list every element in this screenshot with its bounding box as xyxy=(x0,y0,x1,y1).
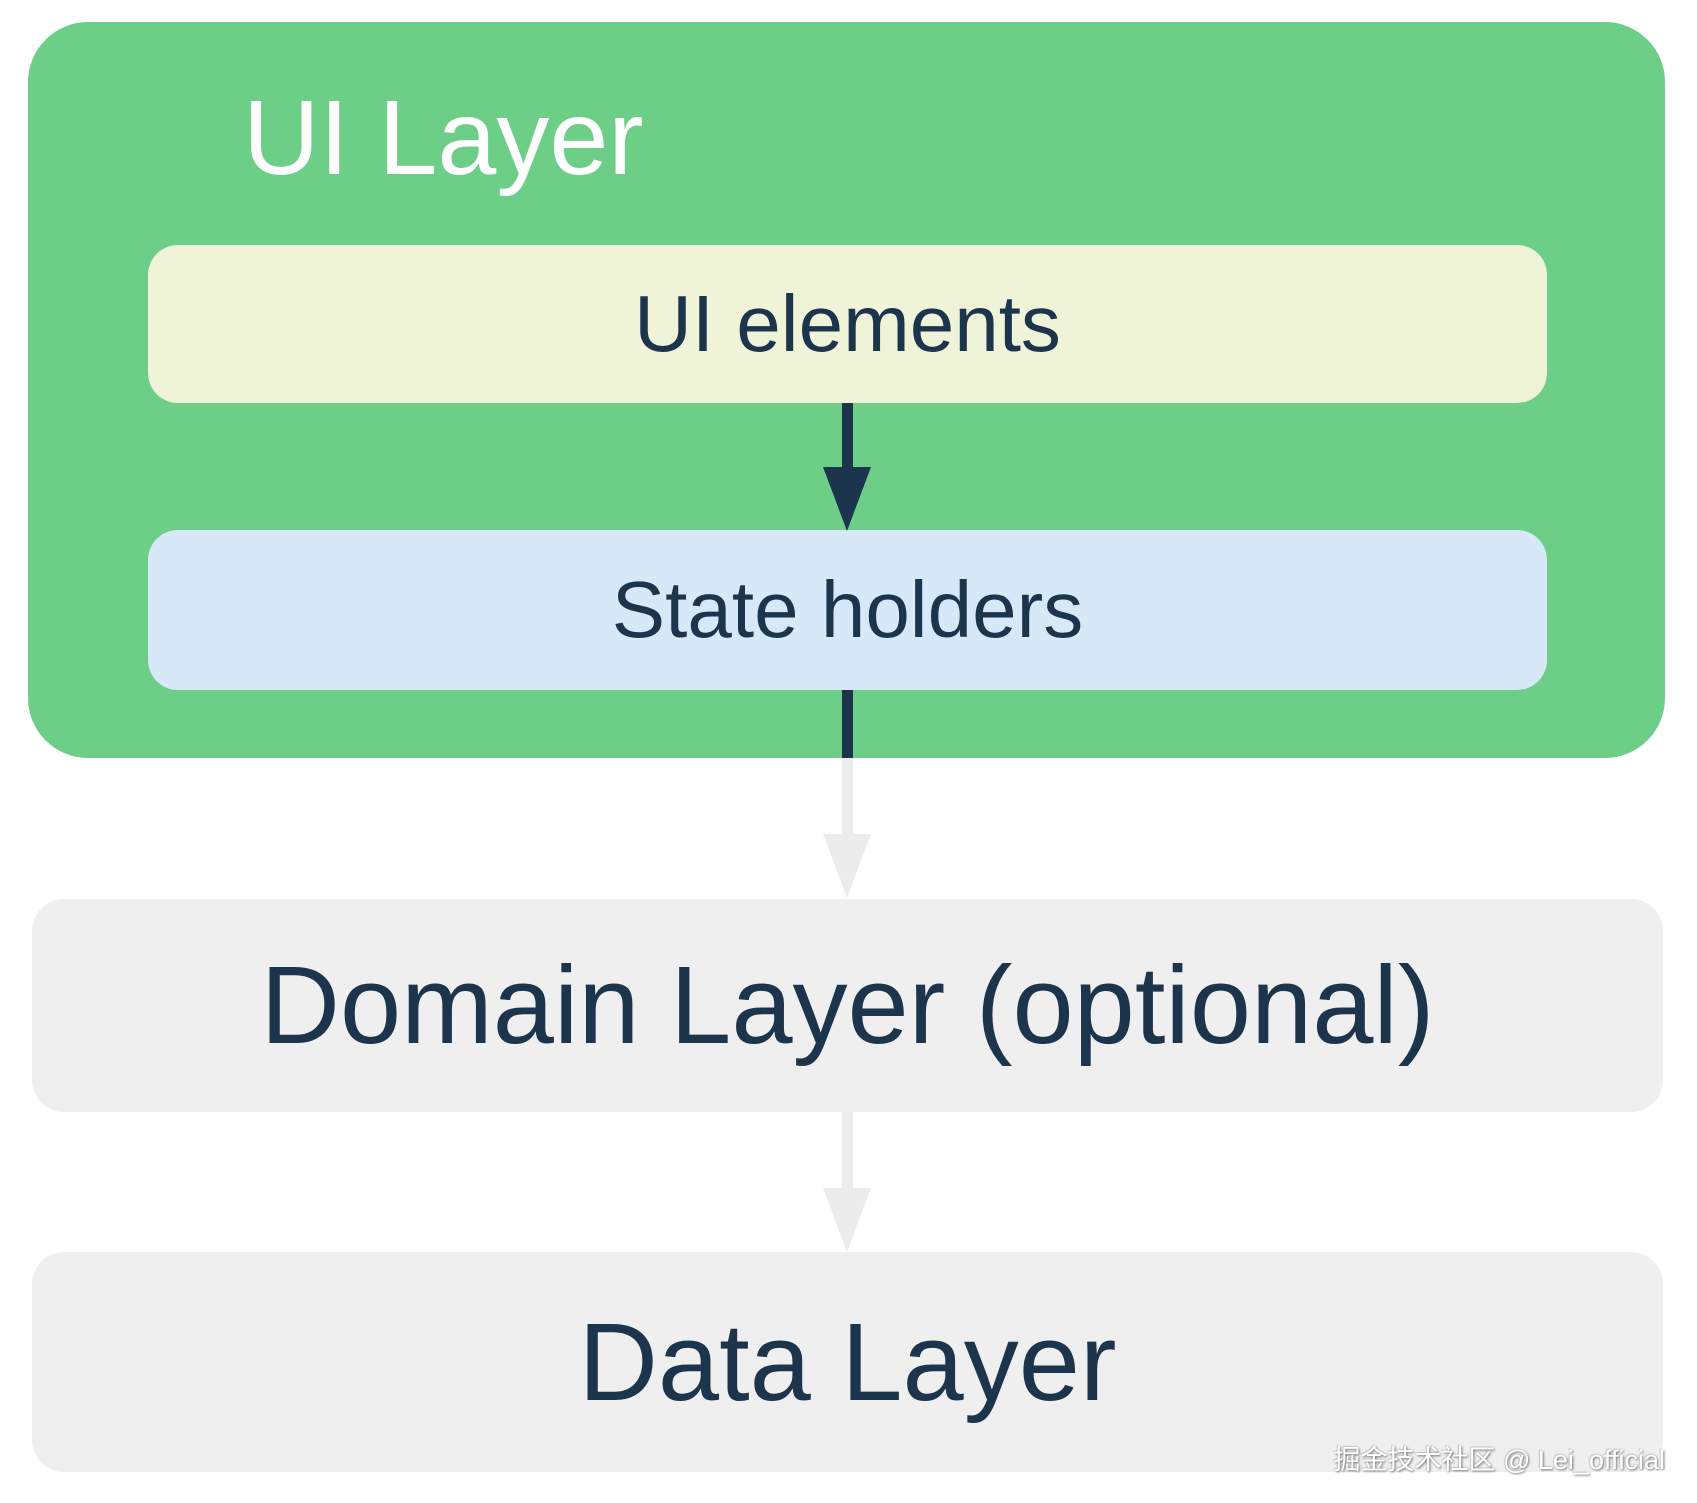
ui-elements-box: UI elements xyxy=(148,245,1547,403)
arrow-down-icon xyxy=(842,403,853,469)
arrow-down-icon xyxy=(842,1112,853,1190)
domain-layer-box: Domain Layer (optional) xyxy=(32,899,1663,1112)
data-layer-label: Data Layer xyxy=(578,1300,1117,1424)
ui-layer-container: UI Layer UI elements State holders xyxy=(28,22,1665,758)
data-layer-box: Data Layer xyxy=(32,1252,1663,1472)
arrow-down-icon xyxy=(842,690,853,758)
domain-layer-label: Domain Layer (optional) xyxy=(260,944,1435,1067)
ui-elements-label: UI elements xyxy=(634,279,1061,368)
arrow-down-icon xyxy=(823,1188,871,1252)
state-holders-box: State holders xyxy=(148,530,1547,690)
watermark: 掘金技术社区 @ Lei_official xyxy=(1333,1445,1665,1475)
state-holders-label: State holders xyxy=(611,565,1084,654)
arrow-down-icon xyxy=(823,834,871,898)
arrow-down-icon xyxy=(823,467,871,531)
arrow-down-icon xyxy=(842,758,853,836)
ui-layer-title: UI Layer xyxy=(243,79,644,197)
